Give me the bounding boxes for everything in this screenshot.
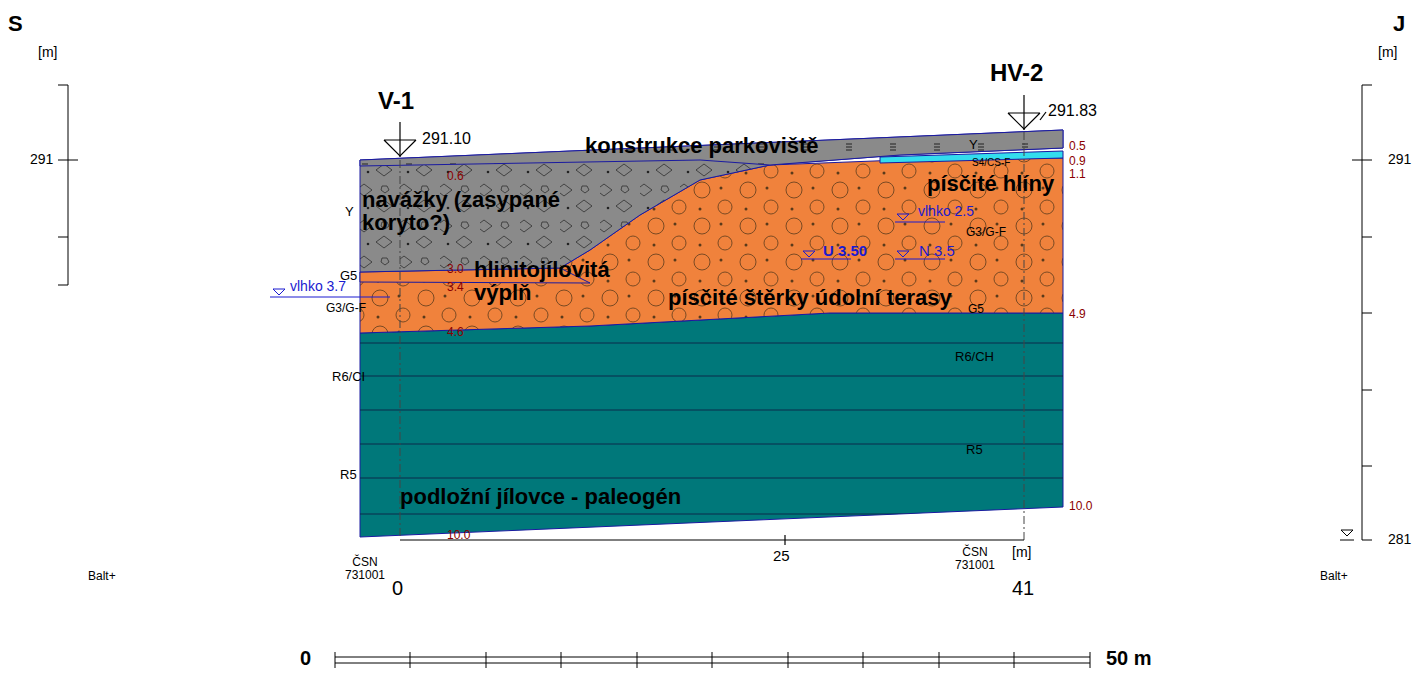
soil-class: Y bbox=[345, 205, 354, 219]
soil-class: Y bbox=[969, 138, 978, 152]
axis-value: 291 bbox=[30, 152, 53, 167]
scale-value: 0 bbox=[300, 648, 311, 669]
axis-value: 281 bbox=[1388, 532, 1411, 547]
depth-value: 0.6 bbox=[447, 170, 464, 183]
water-level: vlhko 3.7 bbox=[290, 279, 346, 294]
axis-unit: [m] bbox=[38, 45, 57, 60]
water-level: N 3.5 bbox=[919, 243, 955, 259]
depth-value: 10.0 bbox=[447, 529, 470, 542]
soil-class: G5 bbox=[968, 303, 984, 316]
soil-class: G3/G-F bbox=[326, 302, 366, 315]
standard-note: ČSN 731001 bbox=[342, 556, 388, 581]
distance: 41 bbox=[1012, 578, 1034, 599]
standard-note: ČSN 731001 bbox=[952, 546, 998, 571]
distance: 25 bbox=[773, 548, 790, 564]
soil-class: S4/CS-F bbox=[972, 158, 1010, 169]
side-letter: J bbox=[1393, 12, 1405, 35]
layer-name: písčité hlíny bbox=[927, 172, 1054, 195]
depth-value: 1.1 bbox=[1069, 168, 1086, 181]
soil-class: R6/CH bbox=[955, 350, 994, 364]
borehole-name: V-1 bbox=[378, 88, 414, 113]
datum-note: Balt+ bbox=[1320, 570, 1348, 583]
elevation: 291.83 bbox=[1048, 103, 1097, 120]
axis-value: 291 bbox=[1388, 152, 1411, 167]
scale-value: 50 m bbox=[1106, 648, 1152, 669]
depth-value: 0.9 bbox=[1069, 155, 1086, 168]
depth-value: 4.6 bbox=[447, 326, 464, 339]
axis-unit: [m] bbox=[1378, 45, 1397, 60]
layer-name: navážky (zasypané koryto?) bbox=[362, 188, 622, 234]
layer-name: podložní jílovce - paleogén bbox=[400, 485, 681, 508]
depth-value: 0.5 bbox=[1069, 140, 1086, 153]
layer-name: hlinitojílovitá výplň bbox=[474, 258, 664, 304]
side-letter: S bbox=[8, 12, 23, 35]
depth-value: 10.0 bbox=[1069, 500, 1092, 513]
axis-unit: [m] bbox=[1012, 545, 1031, 560]
water-level: U 3.50 bbox=[823, 243, 867, 259]
soil-class: G3/G-F bbox=[966, 226, 1006, 239]
borehole-name: HV-2 bbox=[990, 60, 1043, 85]
distance: 0 bbox=[392, 578, 403, 599]
soil-class: R5 bbox=[340, 468, 357, 482]
layer-name: písčité štěrky údolní terasy bbox=[668, 286, 952, 309]
soil-class: R6/CI bbox=[332, 370, 365, 384]
depth-value: 4.9 bbox=[1069, 308, 1086, 321]
layer-name: konstrukce parkoviště bbox=[585, 134, 819, 157]
elevation: 291.10 bbox=[422, 131, 471, 148]
depth-value: 3.0 bbox=[447, 263, 464, 276]
datum-note: Balt+ bbox=[88, 570, 116, 583]
water-level: vlhko 2.5 bbox=[918, 204, 974, 219]
depth-value: 3.4 bbox=[447, 281, 464, 294]
soil-class: R5 bbox=[966, 443, 983, 457]
